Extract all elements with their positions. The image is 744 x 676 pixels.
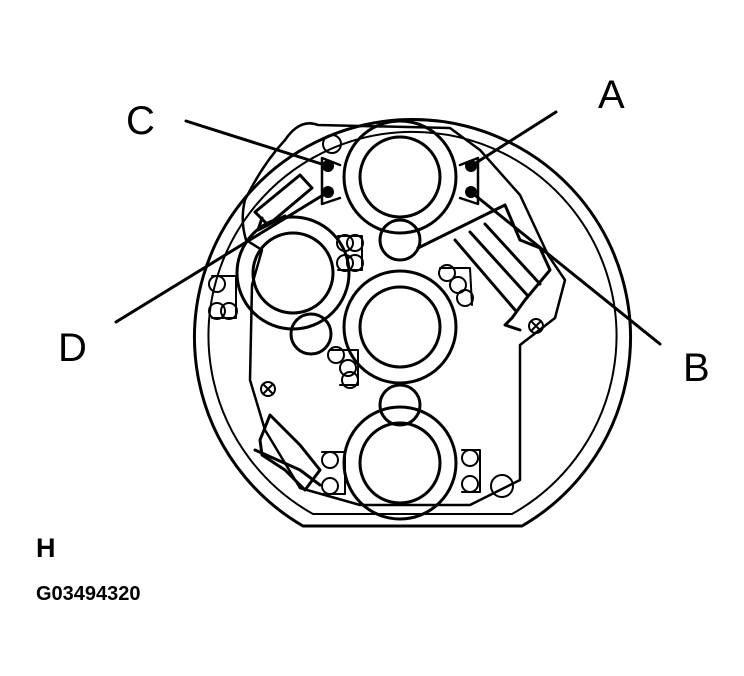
latch-arm-right: [416, 203, 552, 332]
plug-round-1: [378, 218, 422, 262]
leader-a: [469, 110, 558, 168]
figure-id: G03494320: [36, 583, 141, 605]
leader-d: [114, 190, 330, 324]
cavity-left: [235, 215, 351, 331]
leader-c: [184, 119, 330, 168]
latch-arm-upper-left: [253, 173, 314, 232]
plug-round-2: [289, 312, 333, 356]
cavity-center: [342, 269, 458, 385]
connector-housing: [193, 118, 632, 528]
cavity-bottom: [342, 405, 458, 521]
callout-b: B: [683, 346, 710, 390]
leader-b: [469, 190, 662, 346]
terminal-plate: [241, 122, 567, 507]
section-letter: H: [36, 533, 56, 563]
callout-c: C: [126, 99, 155, 143]
small-pins: [208, 134, 544, 498]
latch-arm-lower-left: [253, 413, 322, 492]
callout-d: D: [58, 326, 87, 370]
cavity-top: [320, 119, 480, 235]
plug-round-3: [378, 383, 422, 427]
callout-a: A: [598, 73, 625, 117]
